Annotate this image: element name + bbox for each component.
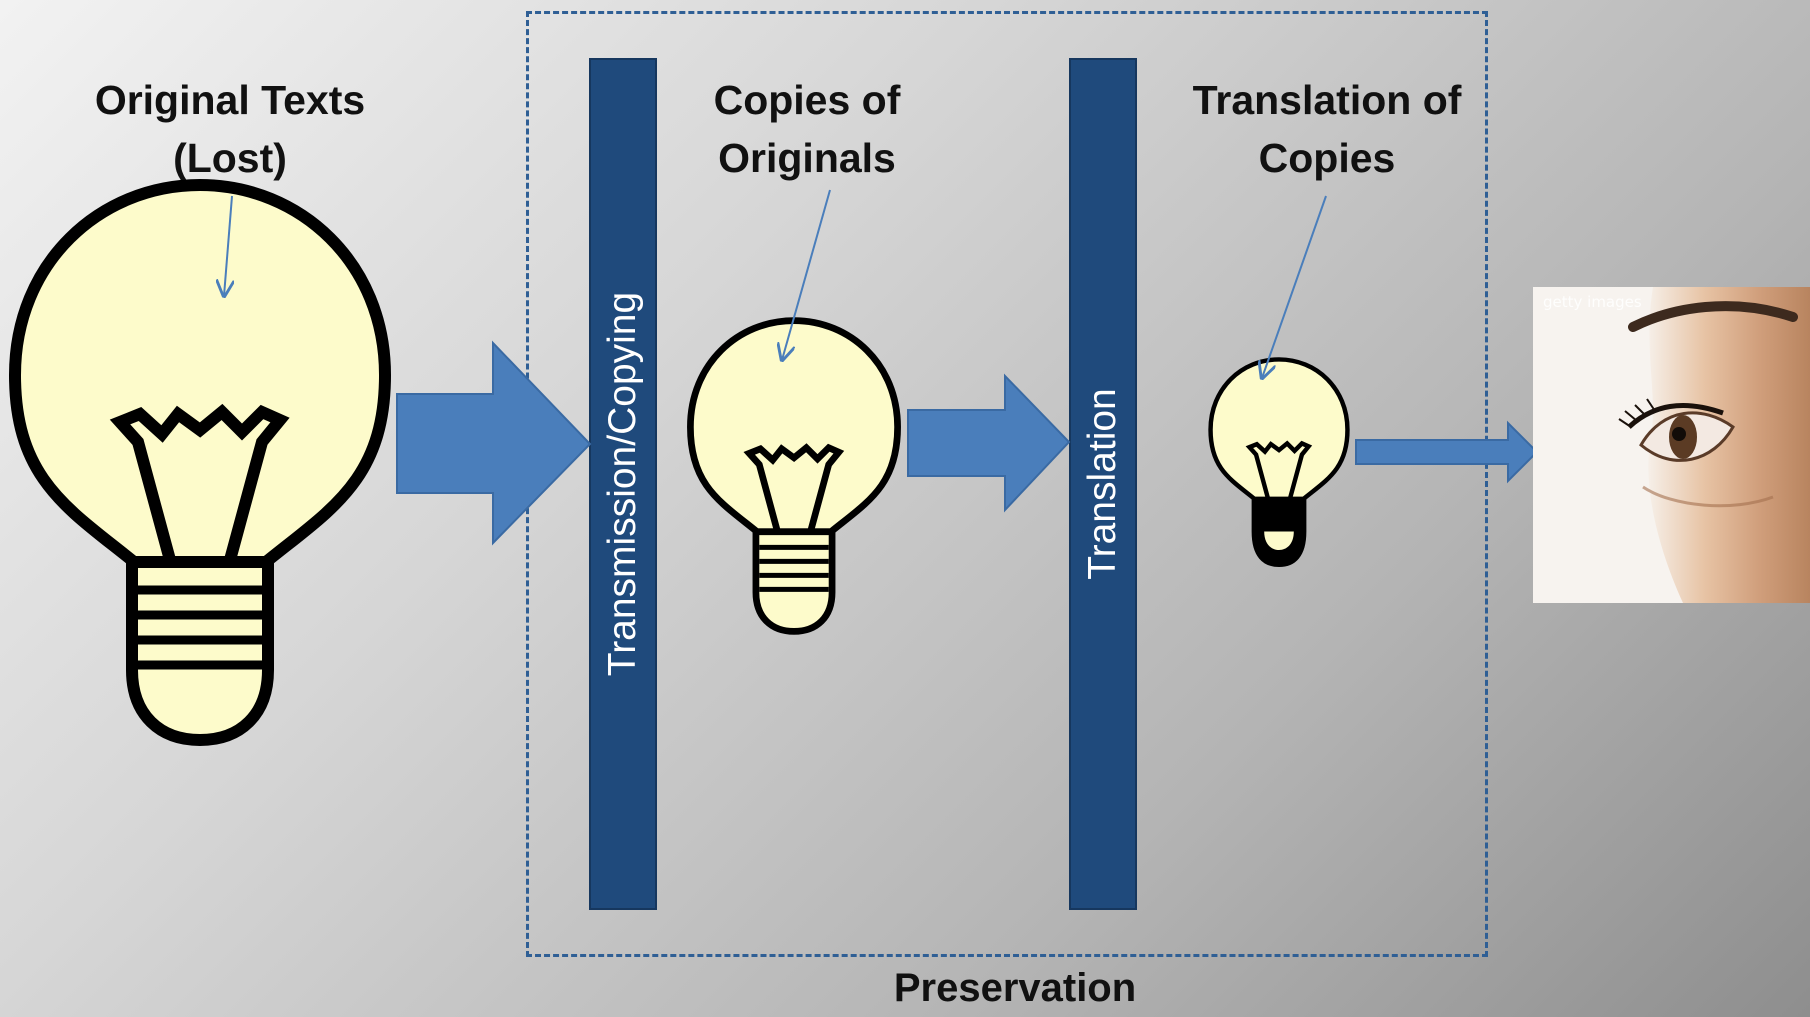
translation-copies-line2: Copies [1258, 135, 1396, 181]
eye-photo: getty images [1533, 287, 1810, 603]
original-texts-label: Original Texts (Lost) [20, 71, 440, 187]
photo-watermark: getty images [1543, 293, 1642, 311]
copies-label: Copies of Originals [597, 71, 1017, 187]
original-texts-line2: (Lost) [173, 135, 287, 181]
copies-line2: Originals [718, 135, 896, 181]
translation-copies-label: Translation of Copies [1117, 71, 1537, 187]
bulb-translation-icon [1211, 359, 1348, 564]
arrow-3-icon [1355, 420, 1539, 484]
translation-copies-line1: Translation of [1192, 77, 1462, 123]
arrow-2-icon [907, 373, 1071, 513]
translation-bar: Translation [1069, 58, 1137, 910]
bulb-original-icon [15, 185, 385, 740]
transmission-bar: Transmission/Copying [589, 58, 657, 910]
eye-image [1533, 287, 1810, 603]
pointer-translation [1262, 195, 1327, 378]
arrow-1-icon [396, 340, 592, 546]
pointer-copies [782, 189, 831, 360]
copies-line1: Copies of [713, 77, 901, 123]
bulb-copies-icon [690, 321, 897, 632]
original-texts-line1: Original Texts [94, 77, 366, 123]
preservation-label: Preservation [893, 966, 1137, 1010]
pointer-original [224, 195, 232, 296]
